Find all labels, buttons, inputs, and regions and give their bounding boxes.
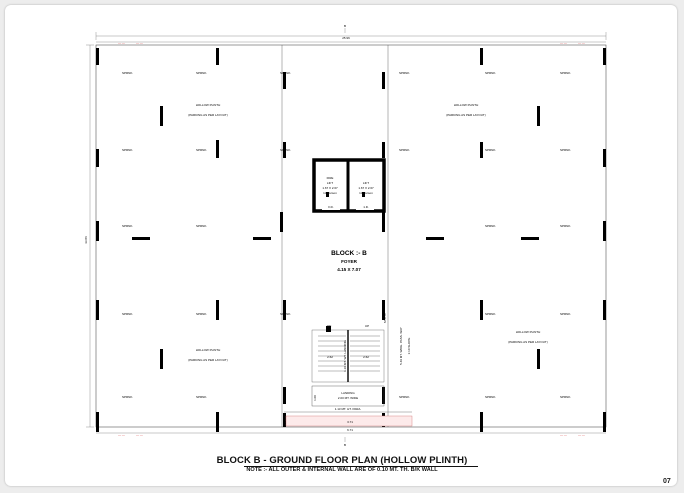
sprinkler-label: SPRNK. <box>485 224 496 228</box>
parapet-strip: 1.13 MT. HT. PARA. 3.71 6.71 1.00 <box>283 407 413 432</box>
sprinkler-label: SPRNK. <box>280 312 291 316</box>
grid-marker: — — <box>118 41 125 45</box>
zone-parking-note-sw: (PARKING AS PER LAYOUT) <box>188 358 228 362</box>
stair-post <box>326 326 331 332</box>
sprinkler-label: SPRNK. <box>280 71 291 75</box>
block-label: BLOCK :- B <box>331 250 367 257</box>
sprinkler-label: SPRNK. <box>399 148 410 152</box>
grid-marker: — — <box>578 433 585 437</box>
zone-parking-note-ne: (PARKING AS PER LAYOUT) <box>446 113 486 117</box>
sprinkler-label: SPRNK. <box>399 395 410 399</box>
bottom-dimension: 6.71 <box>347 428 353 432</box>
sprinkler-label: SPRNK. <box>196 224 207 228</box>
zone-labels: HOLLOW PLINTH (PARKING AS PER LAYOUT) HO… <box>188 103 548 362</box>
zone-hollow-plinth-ne: HOLLOW PLINTH <box>454 103 479 107</box>
grid-marker: — — <box>118 433 125 437</box>
stair-up-label: UP <box>365 324 369 328</box>
title-underline <box>244 466 478 467</box>
sprinkler-label: SPRNK. <box>485 148 496 152</box>
grid-marker: — — <box>560 41 567 45</box>
zone-parking-note-nw: (PARKING AS PER LAYOUT) <box>188 113 228 117</box>
overall-width-dimension: 25.96 <box>342 36 350 40</box>
zone-hollow-plinth-nw: HOLLOW PLINTH <box>196 103 221 107</box>
foyer-label: FOYER <box>341 259 358 264</box>
fire-lift-size: 1.67 X 2.67 <box>322 186 338 190</box>
zone-hollow-plinth-sw: HOLLOW PLINTH <box>196 348 221 352</box>
fire-lift-label-2: LIFT <box>327 181 333 185</box>
fire-lift-label-1: FIRE <box>327 176 334 180</box>
sprinkler-label: SPRNK. <box>560 71 571 75</box>
sprinkler-label: SPRNK. <box>560 224 571 228</box>
sprinkler-label: SPRNK. <box>122 224 133 228</box>
parapet-label: 1.13 MT. HT. PARA. <box>335 407 362 411</box>
passenger-lift: LIFT 1.67 X 2.67 13 Person 1.D. <box>358 181 374 209</box>
ramp-width-note: 5.49 MT. WIDE. PASS. WAY <box>399 327 403 365</box>
fire-lift-capacity: 13 Person <box>323 191 337 195</box>
sprinkler-label: SPRNK. <box>122 71 133 75</box>
lift-size: 1.67 X 2.67 <box>358 186 374 190</box>
sprinkler-label: SPRNK. <box>560 395 571 399</box>
columns <box>96 48 606 432</box>
foyer-size: 4.15 X 7.07 <box>337 267 361 272</box>
sprinkler-label: SPRNK. <box>196 71 207 75</box>
foyer: BLOCK :- B FOYER 4.15 X 7.07 STR. B. <box>331 250 387 323</box>
grid-marker: — — <box>136 433 143 437</box>
sprinkler-label: SPRNK. <box>122 148 133 152</box>
sprinkler-label: SPRNK. <box>485 395 496 399</box>
grid-markers: — — — — — — — — — — — — — — — — <box>118 41 585 437</box>
parapet-side-dimension: 1.00 <box>283 421 287 427</box>
landing-label: LANDING <box>341 391 355 395</box>
sprinkler-label: SPRNK. <box>196 148 207 152</box>
stair-flight-left: 2.62 <box>327 355 333 359</box>
stair-width-note: 1.10 MT. WT. LANDING <box>343 340 347 372</box>
sprinkler-label: SPRNK. <box>122 312 133 316</box>
stair-on-label: ON <box>327 324 332 328</box>
lift-core <box>312 158 386 213</box>
staircase <box>311 329 385 383</box>
foyer-side-dimension: STR. B. <box>383 313 387 324</box>
sprinkler-labels: SPRNK. SPRNK. SPRNK. SPRNK. SPRNK. SPRNK… <box>122 71 571 399</box>
sprinkler-label: SPRNK. <box>485 71 496 75</box>
grid-marker: — — <box>578 41 585 45</box>
section-mark-top: B <box>344 24 346 28</box>
fire-lift: FIRE LIFT 1.67 X 2.67 13 Person F.D. <box>322 176 338 209</box>
sprinkler-label: SPRNK. <box>122 395 133 399</box>
stair-flight-right: 2.62 <box>363 355 369 359</box>
lift-label: LIFT <box>363 181 369 185</box>
landing-side-dimension: 1.00 <box>313 395 317 401</box>
lift-door: 1.D. <box>363 205 369 209</box>
landing: LANDING 2.00 MT. WIDE 1.00 <box>311 385 385 407</box>
overall-depth-dimension: 33.86 <box>84 236 88 244</box>
overall-dimension-lines <box>86 28 607 442</box>
sprinkler-label: SPRNK. <box>560 312 571 316</box>
landing-width: 2.00 MT. WIDE <box>338 396 358 400</box>
building-outline <box>95 44 607 428</box>
drawing-title: BLOCK B - GROUND FLOOR PLAN (HOLLOW PLIN… <box>216 455 468 466</box>
sprinkler-label: SPRNK. <box>560 148 571 152</box>
zone-parking-note-se: (PARKING AS PER LAYOUT) <box>508 340 548 344</box>
bottom-dimension-small: 3.71 <box>347 420 353 424</box>
sprinkler-label: SPRNK. <box>485 312 496 316</box>
sprinkler-label: SPRNK. <box>196 312 207 316</box>
section-mark-bottom: B <box>344 443 346 447</box>
sprinkler-label: SPRNK. <box>399 71 410 75</box>
grid-marker: — — <box>136 41 143 45</box>
page-number: 07 <box>663 478 671 485</box>
sprinkler-label: SPRNK. <box>280 148 291 152</box>
grid-marker: — — <box>560 433 567 437</box>
lift-capacity: 13 Person <box>359 191 373 195</box>
sprinkler-label: SPRNK. <box>196 395 207 399</box>
fire-lift-door: F.D. <box>328 205 334 209</box>
ramp-slope-note: 1:10 SLOPE <box>407 338 411 355</box>
drawing-note: NOTE :- ALL OUTER & INTERNAL WALL ARE OF… <box>246 467 438 473</box>
zone-hollow-plinth-se: HOLLOW PLINTH <box>516 330 541 334</box>
